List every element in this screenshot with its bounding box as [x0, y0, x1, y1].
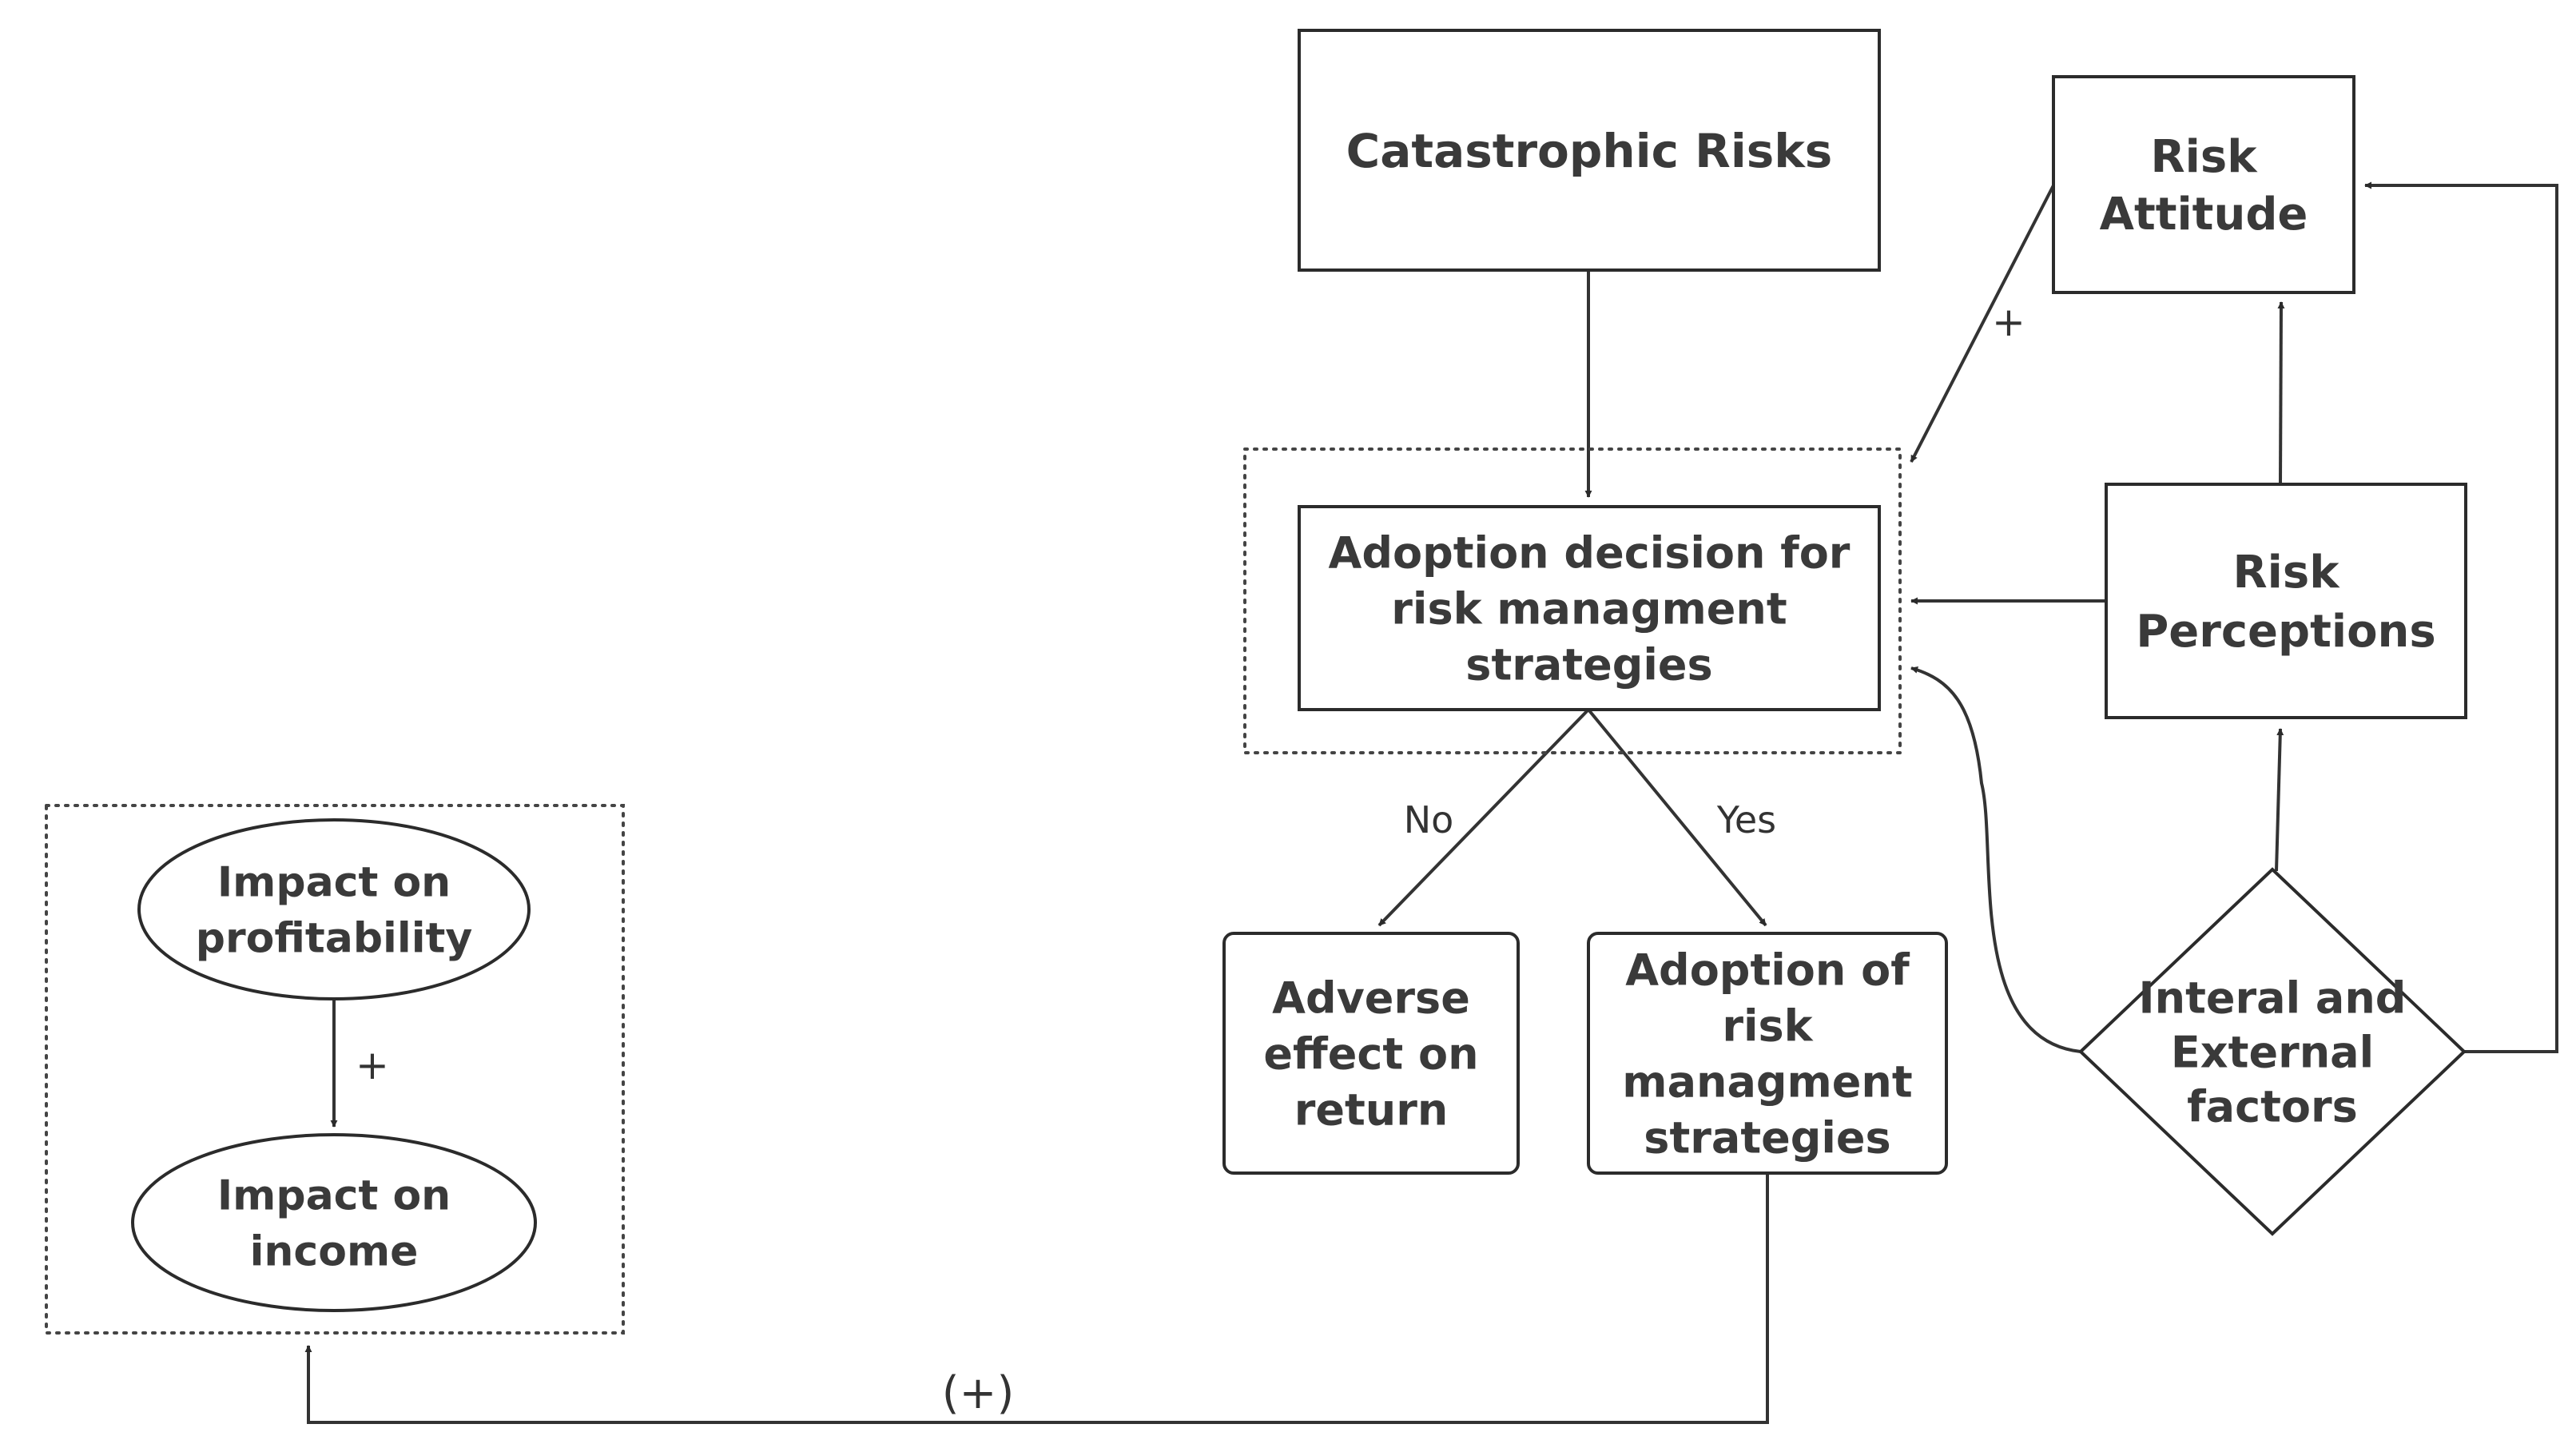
impact-income-ellipse — [131, 1133, 537, 1312]
edge-factors-to-perceptions — [2275, 728, 2284, 872]
catastrophic-risks-box — [1298, 29, 1881, 272]
risk-perceptions-box — [2105, 483, 2467, 719]
impact-profitability-label-line: profitability — [196, 915, 473, 963]
edge-label-decision-no: No — [1404, 798, 1454, 841]
edge-strategies-to-impact — [304, 1173, 1769, 1424]
adoption-strategies-box — [1587, 932, 1948, 1175]
edge-label-attitude-to-decision: + — [1992, 299, 2025, 345]
edge-decision-no — [1377, 708, 1590, 927]
risk-attitude-label-line: Attitude — [2100, 189, 2308, 241]
node-catastrophic-risks: Catastrophic Risks — [1298, 29, 1881, 272]
edge-factors-to-attitude — [2364, 181, 2558, 1053]
factors-diamond — [2078, 867, 2467, 1236]
impact-profitability-ellipse — [137, 818, 531, 1000]
node-impact-income: Impact on income — [131, 1133, 537, 1312]
adoption-decision-label-line: risk managment — [1391, 583, 1787, 634]
edge-perceptions-to-attitude — [2277, 301, 2285, 483]
factors-label-line: External — [2171, 1027, 2374, 1077]
edge-label-profitability-to-income: + — [356, 1042, 389, 1088]
edge-label-decision-yes: Yes — [1716, 798, 1776, 841]
edge-label-strategies-to-impact: (+) — [942, 1367, 1015, 1419]
adoption-decision-box — [1298, 505, 1881, 711]
adoption-strategies-label-line: strategies — [1644, 1112, 1890, 1163]
adverse-effect-label-line: return — [1294, 1084, 1449, 1135]
factors-label-line: factors — [2187, 1081, 2358, 1132]
adverse-effect-label-line: Adverse — [1272, 973, 1470, 1023]
adoption-decision-label-line: strategies — [1465, 639, 1712, 690]
adoption-strategies-label-line: managment — [1622, 1056, 1912, 1107]
adverse-effect-box — [1222, 932, 1520, 1175]
adoption-decision-label-line: Adoption decision for — [1329, 527, 1851, 578]
edge-factors-to-decision — [1910, 666, 2081, 1053]
risk-perceptions-label-line: Risk — [2233, 547, 2341, 599]
edge-attitude-to-decision — [1910, 185, 2055, 463]
adverse-effect-label-line: effect on — [1263, 1028, 1478, 1079]
decision-group-frame — [1243, 448, 1902, 754]
risk-attitude-label-line: Risk — [2151, 131, 2259, 183]
impact-group-frame — [45, 804, 625, 1335]
factors-label-line: Interal and — [2139, 973, 2407, 1023]
adoption-strategies-label-line: Adoption of — [1625, 945, 1910, 995]
catastrophic-risks-label-line: Catastrophic Risks — [1346, 124, 1833, 178]
risk-perceptions-label-line: Perceptions — [2136, 606, 2436, 658]
risk-attitude-box — [2052, 75, 2355, 294]
impact-profitability-label-line: Impact on — [217, 859, 451, 907]
node-impact-profitability: Impact on profitability — [137, 818, 531, 1000]
impact-income-label-line: Impact on — [217, 1172, 451, 1220]
adoption-strategies-label-line: risk — [1722, 1000, 1813, 1051]
edge-decision-yes — [1587, 708, 1767, 927]
impact-income-label-line: income — [250, 1228, 419, 1276]
